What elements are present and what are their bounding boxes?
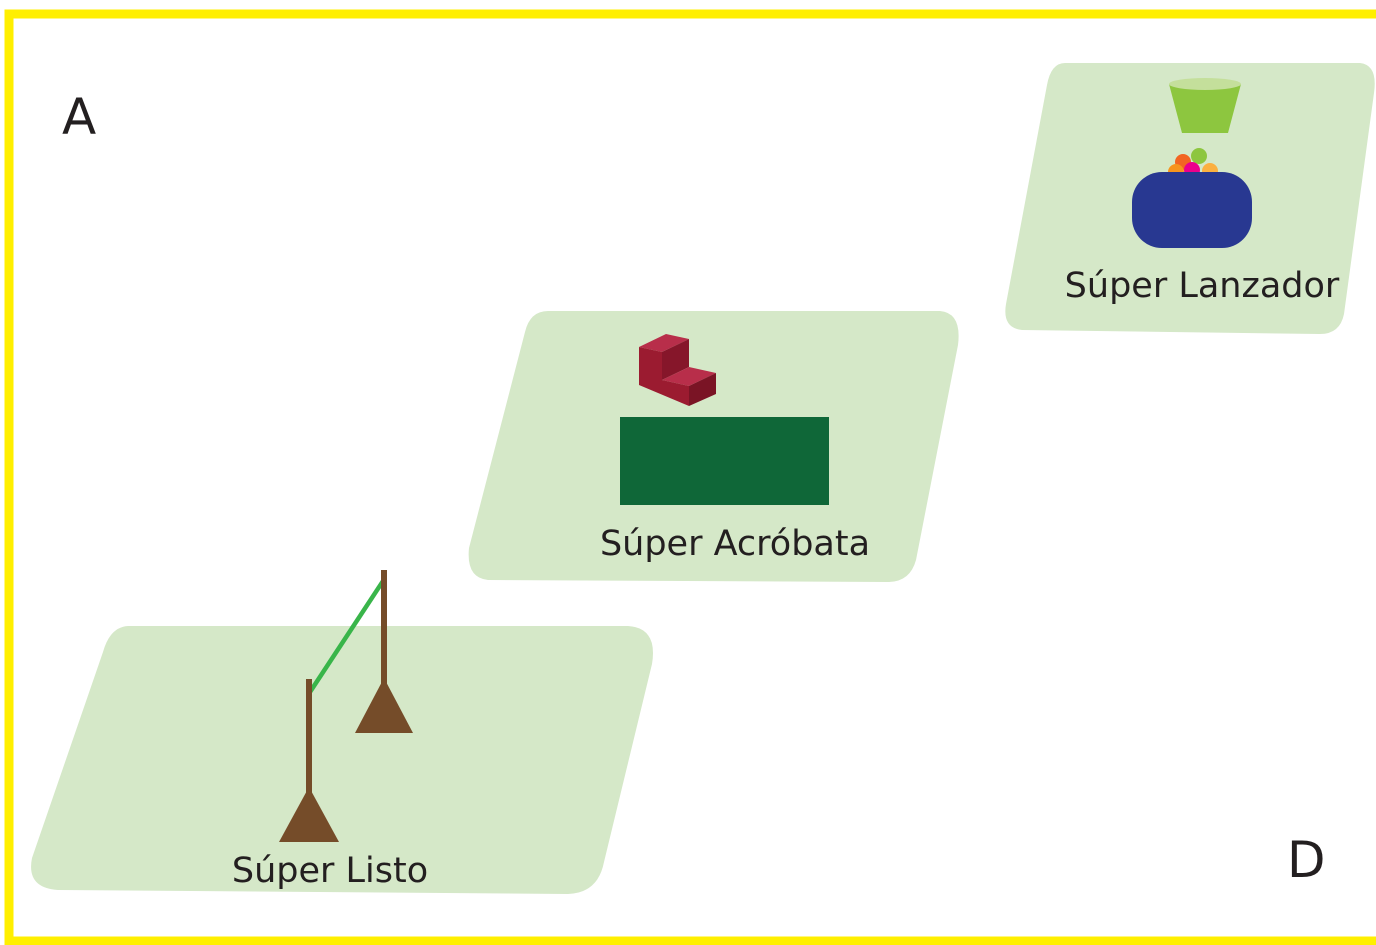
corner-label-a: A: [62, 88, 96, 146]
step-block-icon: [639, 334, 716, 406]
frame-border: [4, 9, 1376, 945]
station-label-super-listo: Súper Listo: [232, 851, 428, 891]
corner-label-d: D: [1287, 831, 1326, 889]
station-super-acrobata: Súper Acróbata: [468, 311, 959, 582]
station-pad: [31, 626, 654, 894]
basket-icon: [1132, 172, 1252, 248]
station-super-listo: Súper Listo: [31, 570, 654, 894]
station-label-super-lanzador: Súper Lanzador: [1065, 266, 1340, 306]
mat-icon: [620, 417, 829, 505]
station-super-lanzador: Súper Lanzador: [1005, 63, 1375, 334]
station-label-super-acrobata: Súper Acróbata: [600, 524, 870, 564]
bucket-icon: [1169, 78, 1241, 133]
pole-with-rope-icon: [279, 570, 413, 842]
